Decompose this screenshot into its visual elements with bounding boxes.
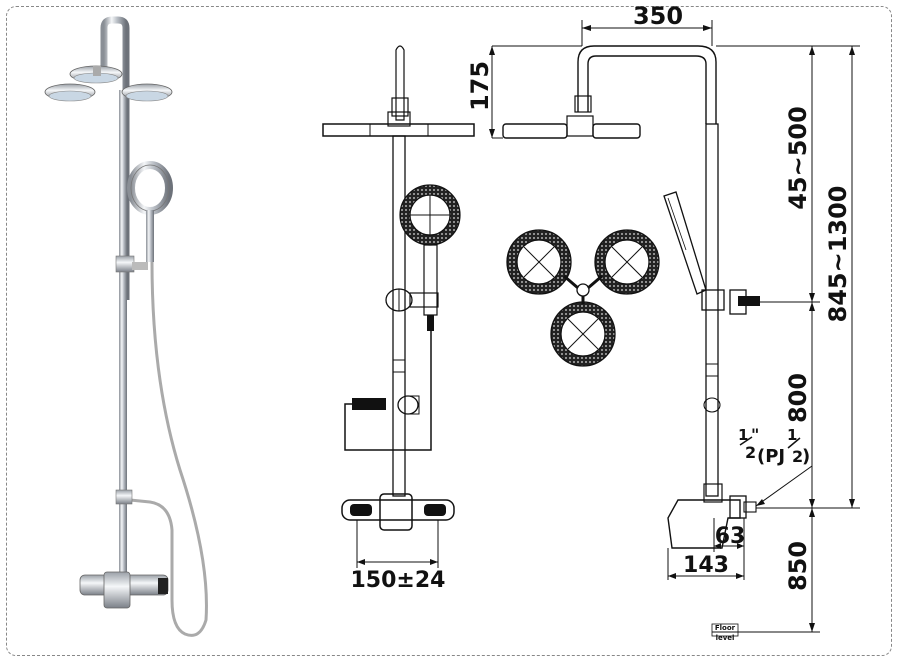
thread-frac-num: 1 [738, 426, 748, 444]
thread-frac-den: 2 [745, 443, 756, 462]
thread-size-label: 1 2 " (PJ 1 2 ) [738, 425, 810, 467]
thread-paren: (PJ [757, 446, 785, 467]
thread-frac2-num: 1 [787, 426, 797, 444]
floor-label-1: Floor [715, 624, 736, 632]
thread-quote: " [751, 425, 759, 444]
dim-depth-63: 63 [715, 524, 746, 549]
dim-valve-spacing: 150±24 [351, 568, 446, 593]
dim-base-height: 850 [784, 541, 812, 591]
thread-frac2-den: 2 [792, 447, 803, 466]
side-view-drawing [489, 20, 860, 637]
dim-width-top: 350 [633, 2, 683, 30]
front-view-drawing [322, 45, 475, 568]
dim-adjust-range: 45~500 [784, 106, 812, 210]
dim-total-height: 845~1300 [824, 185, 852, 322]
dim-arm-height: 175 [466, 61, 494, 111]
top-view-heads [506, 229, 660, 367]
dim-depth-143: 143 [683, 553, 729, 578]
thread-close: ) [802, 446, 810, 467]
dim-mid-height: 800 [784, 373, 812, 423]
product-photo [44, 16, 208, 637]
dashed-frame [6, 6, 892, 656]
floor-label-2: level [716, 634, 735, 642]
